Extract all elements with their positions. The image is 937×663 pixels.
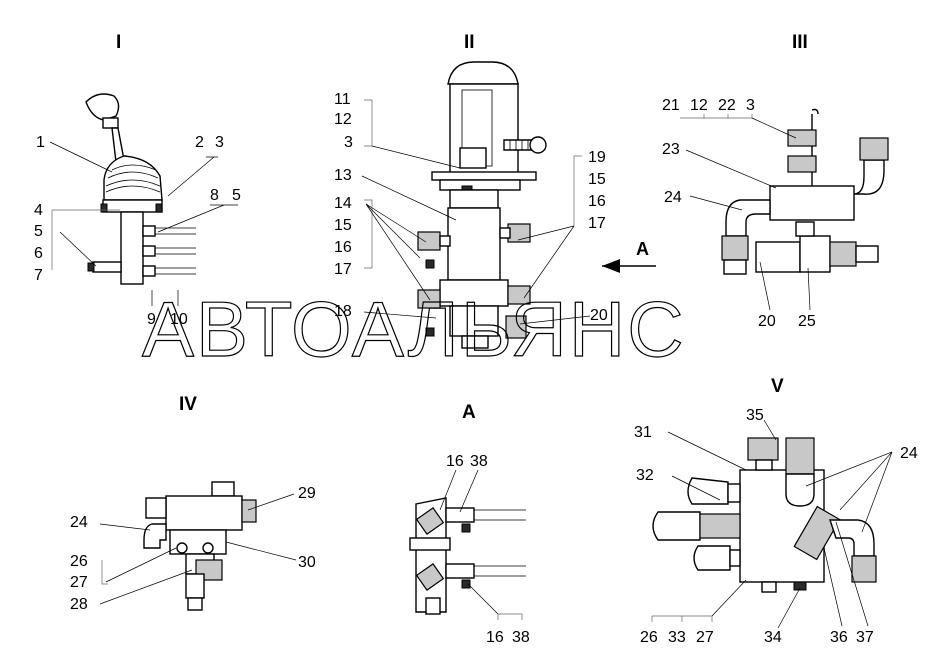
view-title-III: III <box>792 32 808 53</box>
view-II-leader-lines <box>361 99 591 325</box>
callout-v1-8: 8 <box>210 187 219 204</box>
callout-v2-17b: 17 <box>588 215 606 232</box>
callout-v2-12: 12 <box>334 111 352 128</box>
callout-vA-16-bottom: 16 <box>486 629 504 646</box>
view-A-drawing <box>409 497 526 615</box>
view-V-leader-lines <box>651 419 893 629</box>
callout-v2-19: 19 <box>588 149 606 166</box>
callout-vA-38-top: 38 <box>470 453 488 470</box>
callout-v3-24: 24 <box>664 189 682 206</box>
callout-v3-23: 23 <box>662 141 680 158</box>
callout-v5-37: 37 <box>856 629 874 646</box>
callout-v4-27: 27 <box>70 574 88 591</box>
callout-v2-16b: 16 <box>588 193 606 210</box>
callout-v5-26: 26 <box>640 629 658 646</box>
callout-v5-35: 35 <box>746 407 764 424</box>
callout-v5-33: 33 <box>668 629 686 646</box>
view-I-leader-lines <box>49 141 238 306</box>
callout-v1-7: 7 <box>34 267 43 284</box>
view-III-leader-lines <box>680 114 811 311</box>
callout-v2-3: 3 <box>344 134 353 151</box>
callout-vA-16-top: 16 <box>446 453 464 470</box>
view-title-I: I <box>116 32 121 53</box>
callout-v4-24: 24 <box>70 514 88 531</box>
callout-v1-5b: 5 <box>232 187 241 204</box>
view-I-joystick-drawing <box>85 93 196 285</box>
callout-v5-31: 31 <box>634 424 652 441</box>
callout-v4-29: 29 <box>298 485 316 502</box>
view-title-A: A <box>462 402 476 423</box>
view-III-drawing <box>721 108 889 275</box>
callout-v1-2: 2 <box>195 134 204 151</box>
callout-v2-15: 15 <box>334 217 352 234</box>
callout-v5-24: 24 <box>900 445 918 462</box>
callout-v1-4: 4 <box>34 202 43 219</box>
callout-v1-9: 9 <box>147 311 156 328</box>
callout-v3-20: 20 <box>758 313 776 330</box>
callout-v2-11: 11 <box>334 91 351 108</box>
callout-v2-16: 16 <box>334 239 352 256</box>
view-A-leader-lines <box>439 469 523 620</box>
callout-v1-6: 6 <box>34 245 43 262</box>
callout-v5-36: 36 <box>830 629 848 646</box>
callout-v3-12: 12 <box>690 97 708 114</box>
callout-v5-34: 34 <box>764 629 782 646</box>
callout-v2-13: 13 <box>334 167 352 184</box>
callout-v1-3: 3 <box>215 134 224 151</box>
view-IV-leader-lines <box>99 493 297 605</box>
callout-v2-15b: 15 <box>588 171 606 188</box>
callout-v4-26: 26 <box>70 553 88 570</box>
arrow-label-A: A <box>636 239 649 259</box>
view-title-II: II <box>464 32 475 53</box>
callout-v2-14: 14 <box>334 195 352 212</box>
callout-v4-28: 28 <box>70 596 88 613</box>
view-IV-drawing <box>143 481 257 611</box>
view-direction-arrow <box>602 259 656 273</box>
callout-v1-1: 1 <box>36 134 45 151</box>
callout-vA-38-bottom: 38 <box>512 629 530 646</box>
view-title-IV: IV <box>179 394 197 415</box>
callout-v2-17: 17 <box>334 261 352 278</box>
callout-v2-18: 18 <box>334 303 352 320</box>
view-V-drawing <box>652 437 877 593</box>
watermark-text: АВТОАЛЬЯНС <box>142 285 686 373</box>
callout-v1-10: 10 <box>170 311 188 328</box>
callout-v2-20: 20 <box>590 307 608 324</box>
callout-v3-21: 21 <box>662 97 680 114</box>
callout-v5-27: 27 <box>696 629 714 646</box>
view-title-V: V <box>771 376 784 397</box>
view-II-valve-drawing <box>417 61 547 349</box>
callout-v3-3: 3 <box>746 97 755 114</box>
callout-v1-5: 5 <box>34 223 43 240</box>
callout-v4-30: 30 <box>298 554 316 571</box>
callout-v5-32: 32 <box>636 467 654 484</box>
callout-v3-22: 22 <box>718 97 736 114</box>
callout-v3-25: 25 <box>798 313 816 330</box>
